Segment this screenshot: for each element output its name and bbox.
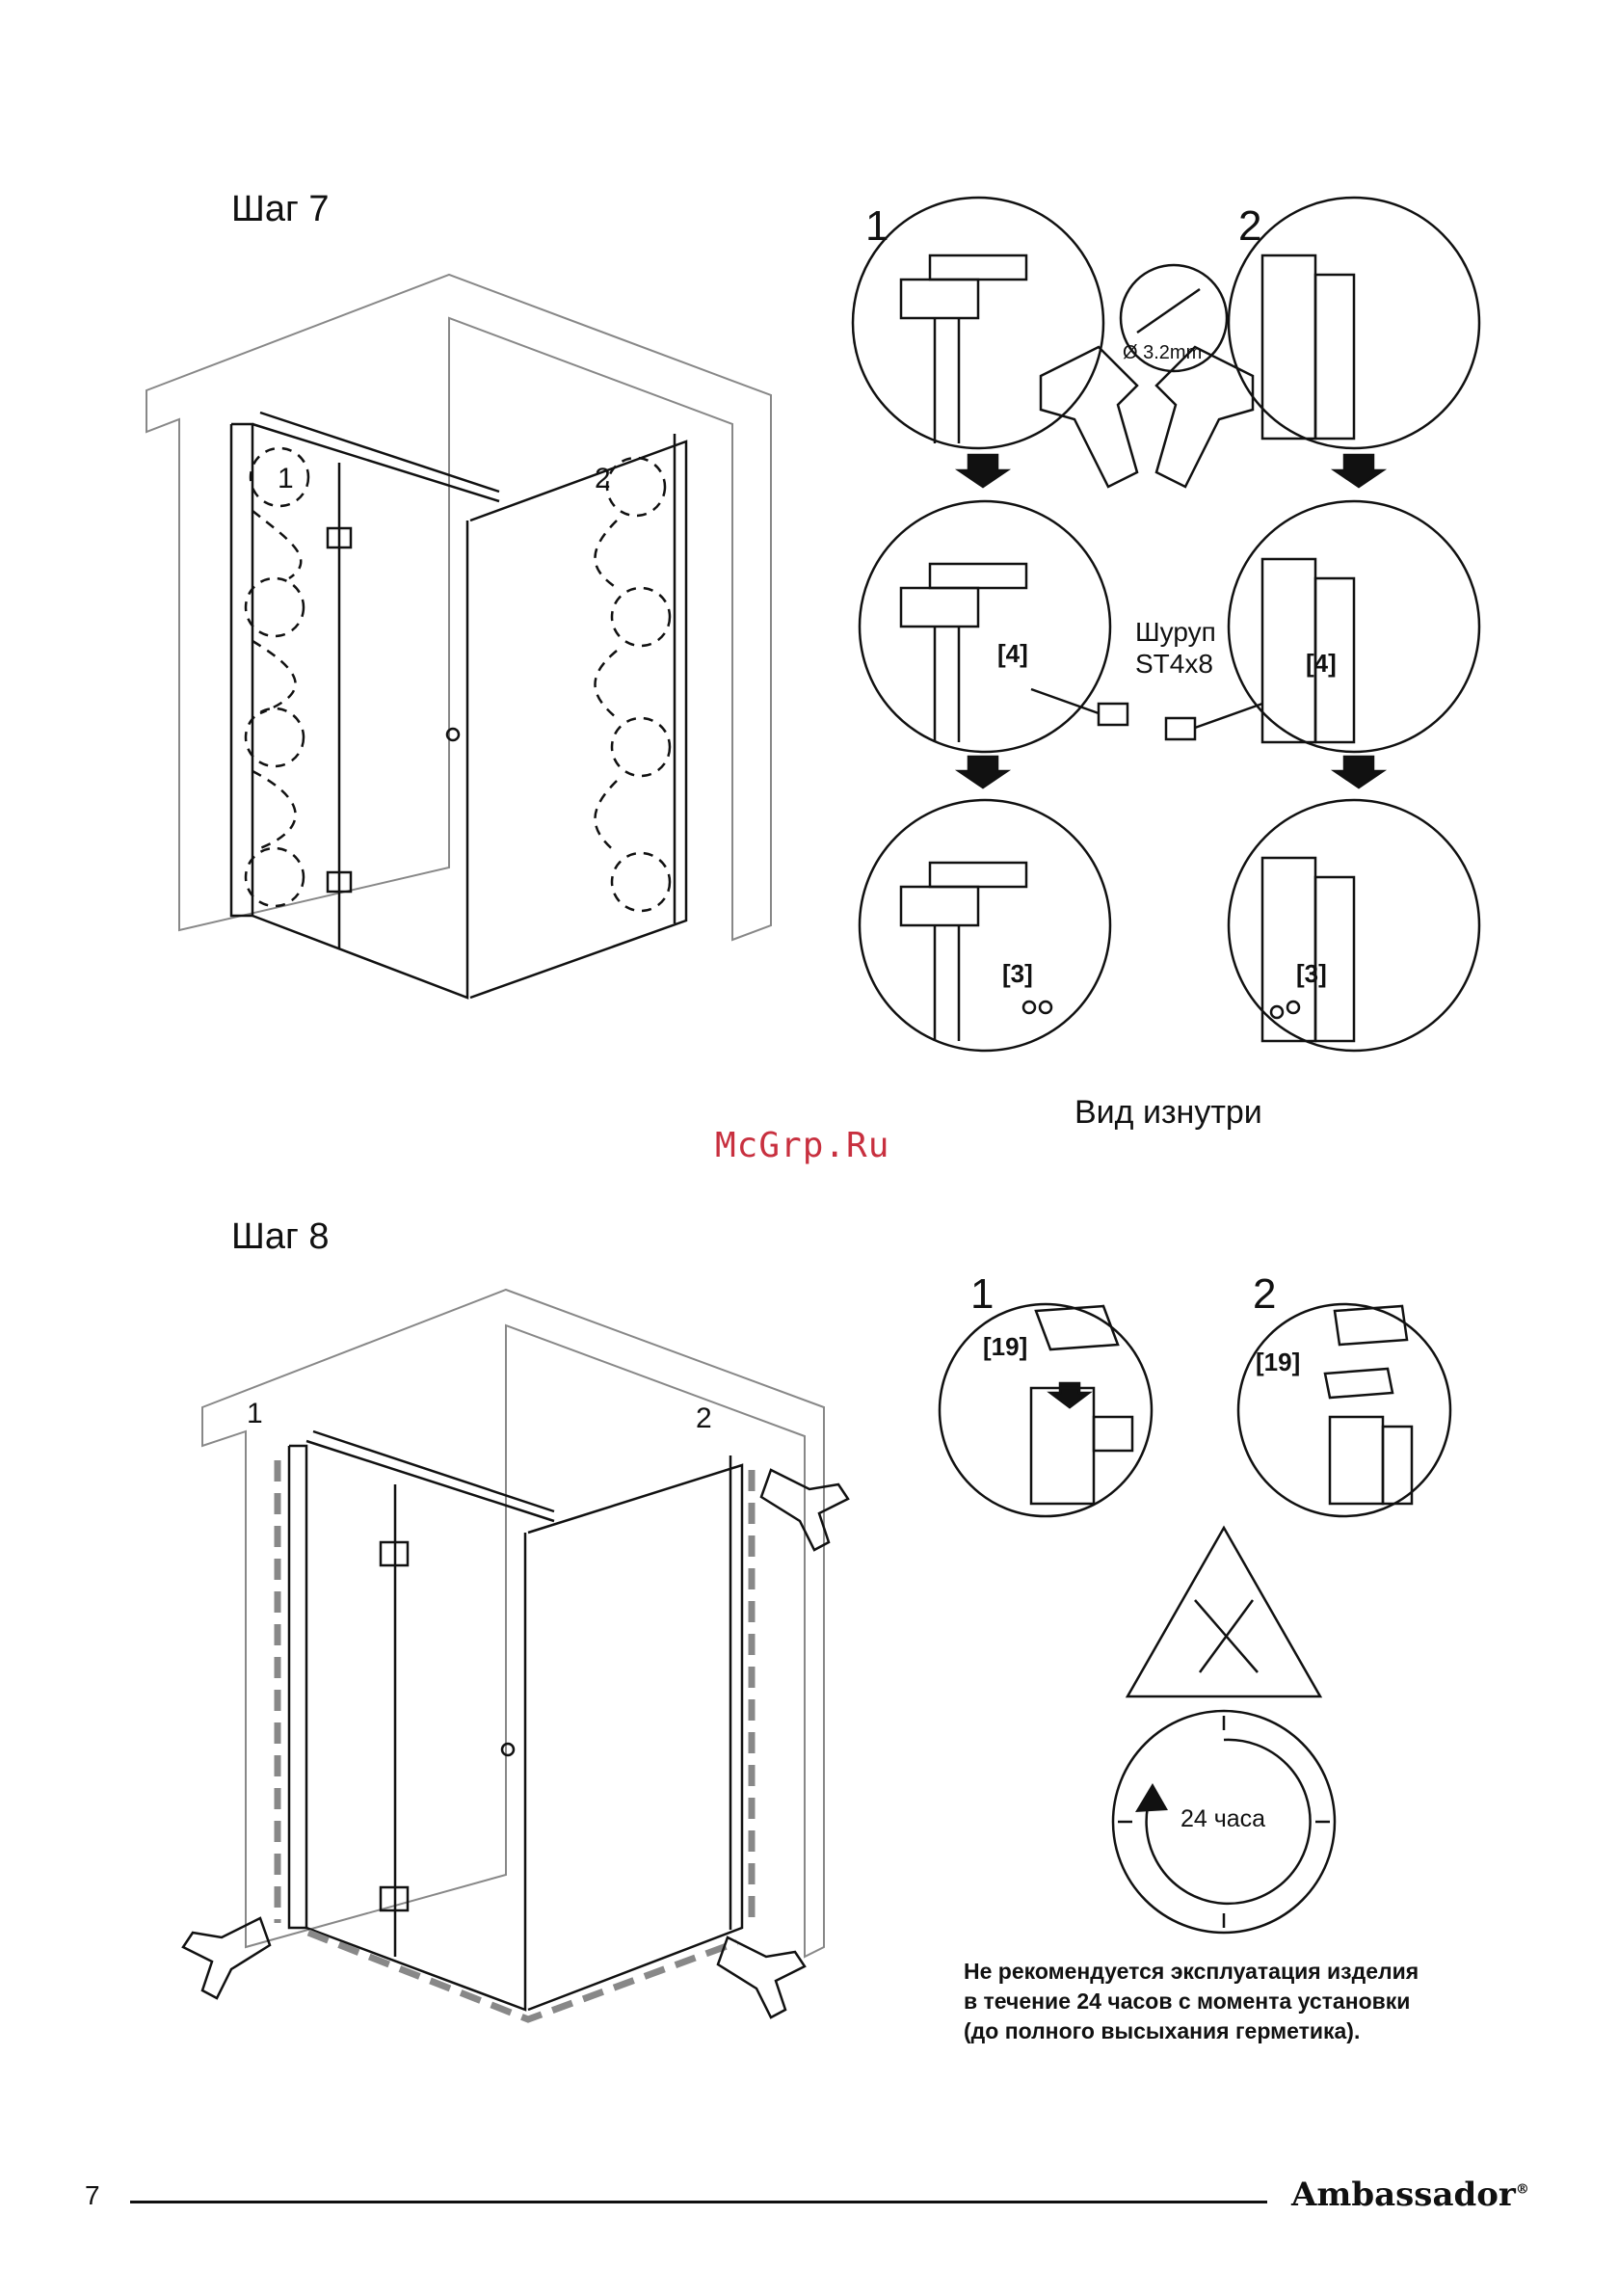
timer-label: 24 часа [1180, 1805, 1265, 1833]
step8-detail-callout-1: 1 [970, 1270, 994, 1319]
part-19-right: [19] [1256, 1348, 1300, 1377]
page-number: 7 [85, 2180, 100, 2211]
warning-note-line2: в течение 24 часов с момента установки [964, 1987, 1419, 2016]
warning-note: Не рекомендуется эксплуатация изделия в … [964, 1957, 1419, 2046]
step8-detail-callout-2: 2 [1253, 1270, 1276, 1319]
brand-logo: Ambassador® [1291, 2176, 1529, 2214]
brand-mark: ® [1516, 2182, 1529, 2198]
footer-rule [130, 2201, 1267, 2203]
brand-name: Ambassador [1291, 2176, 1516, 2214]
part-19-left: [19] [983, 1332, 1027, 1362]
warning-note-line1: Не рекомендуется эксплуатация изделия [964, 1957, 1419, 1987]
warning-note-line3: (до полного высыхания герметика). [964, 2016, 1419, 2046]
